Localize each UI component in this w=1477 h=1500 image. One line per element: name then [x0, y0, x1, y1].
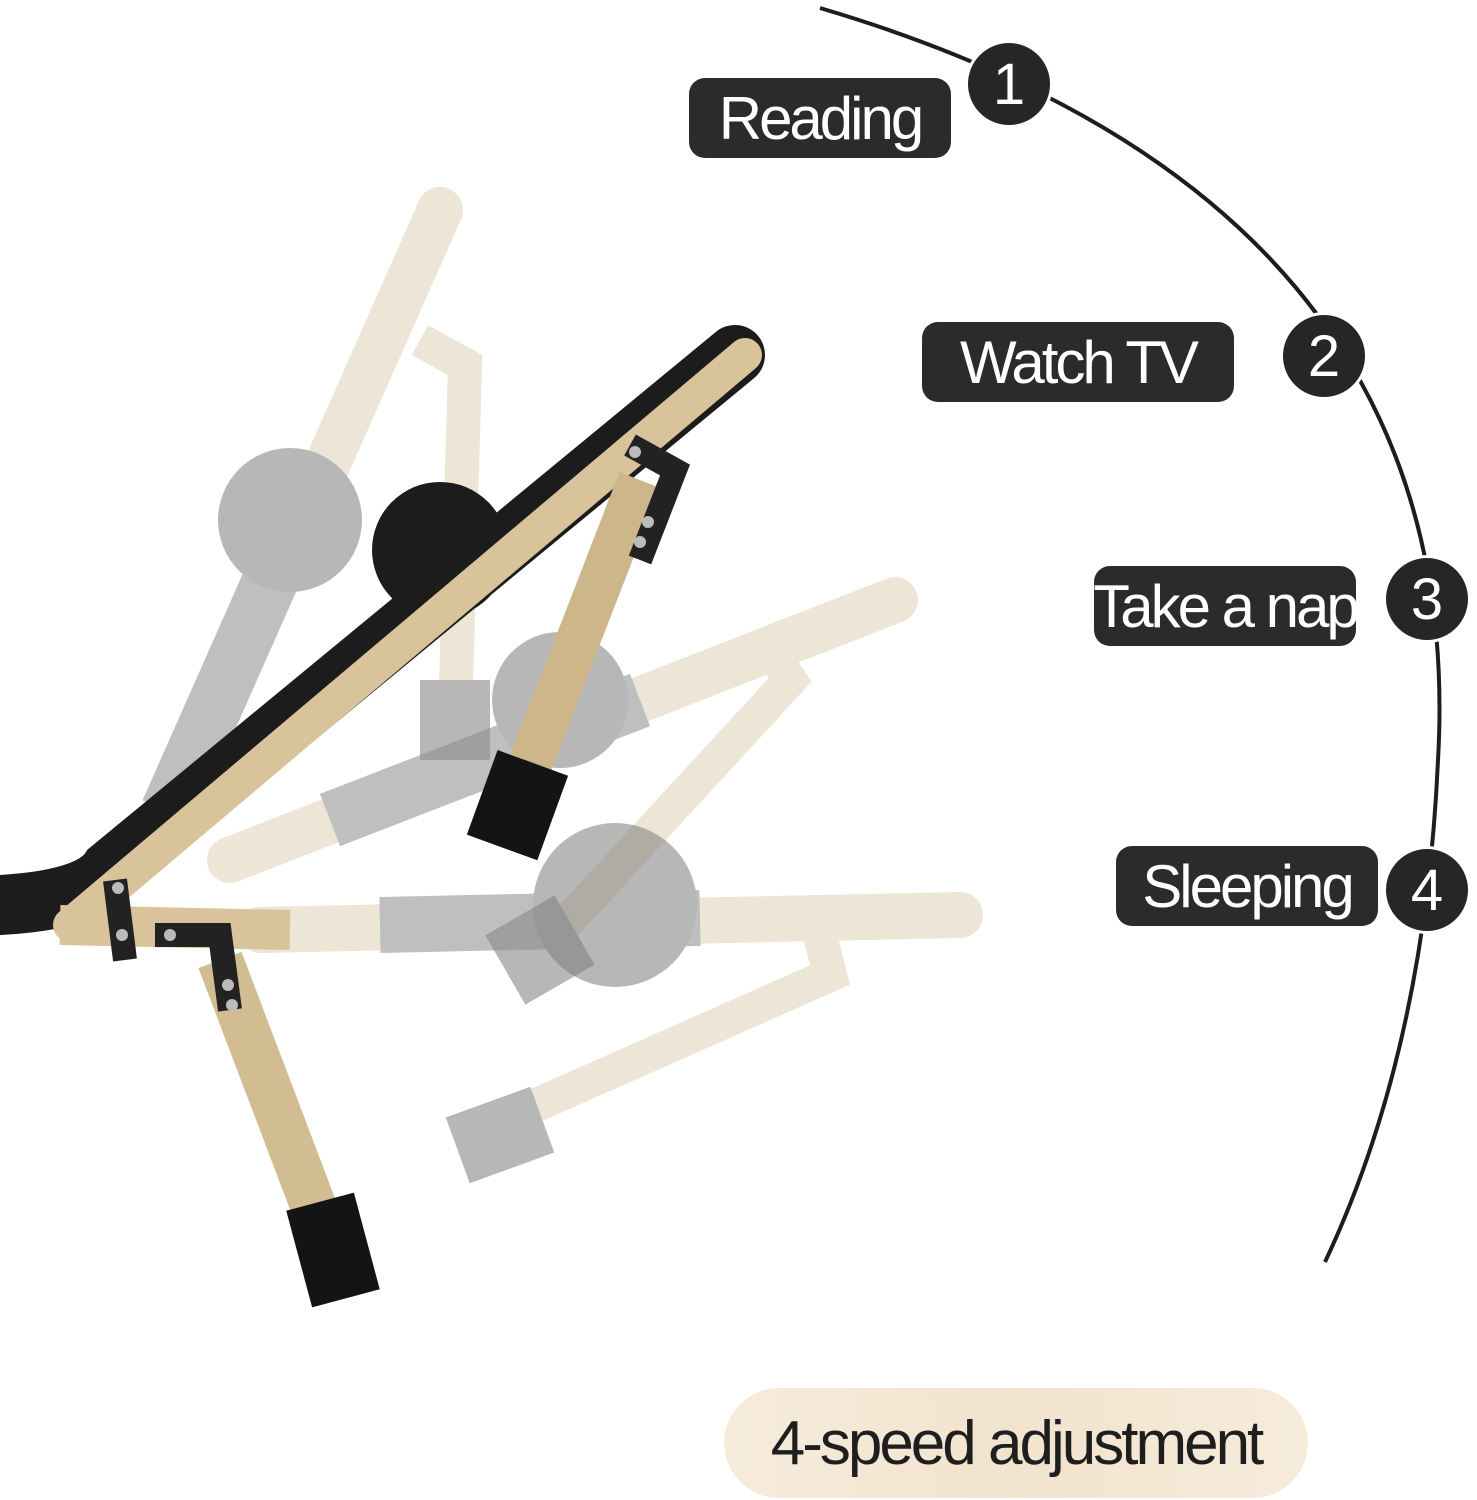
position-badge-4: 4 — [1383, 846, 1471, 934]
adjustment-caption: 4-speed adjustment — [724, 1388, 1308, 1498]
main-chair-watch-tv — [0, 325, 765, 1308]
position-label-take-a-nap: Take a nap — [1093, 566, 1360, 646]
ghost-chair-sleeping — [237, 823, 983, 1184]
position-label-sleeping: Sleeping — [1116, 846, 1378, 926]
position-badge-2: 2 — [1280, 312, 1368, 400]
position-badge-1: 1 — [965, 40, 1053, 128]
position-label-reading: Reading — [689, 78, 951, 158]
position-label-watch-tv: Watch TV — [922, 322, 1234, 402]
position-badge-3: 3 — [1383, 555, 1471, 643]
